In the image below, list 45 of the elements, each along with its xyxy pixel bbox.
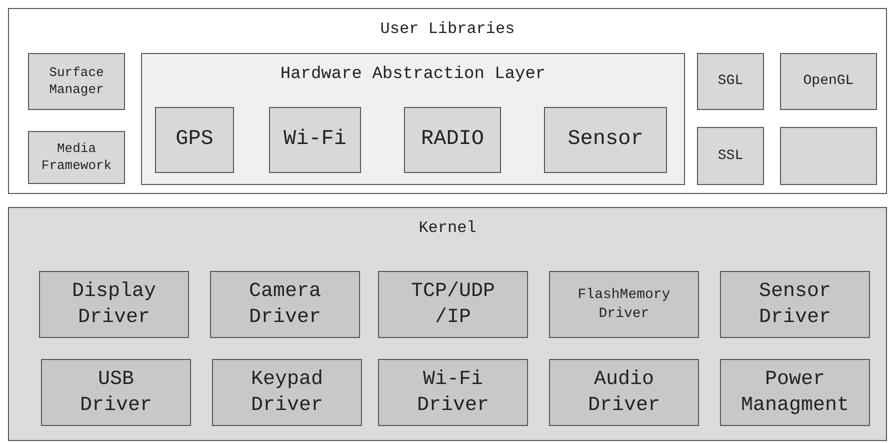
driver-box xyxy=(378,271,528,338)
component-box xyxy=(544,107,667,173)
component-label: RADIO xyxy=(420,127,485,154)
driver-box xyxy=(720,271,870,338)
driver-box xyxy=(39,271,189,338)
layer-title: Kernel xyxy=(418,218,478,239)
component-box xyxy=(155,107,234,173)
component-label: Wi-Fi xyxy=(282,127,348,154)
component-label: GPS xyxy=(174,127,214,154)
component-box xyxy=(269,107,361,173)
component-label: SGL xyxy=(716,72,744,91)
component-label: FlashMemory Driver xyxy=(576,286,672,323)
component-label: Wi-Fi Driver xyxy=(416,366,490,418)
component-label: Keypad Driver xyxy=(250,366,324,418)
component-label: SSL xyxy=(716,146,744,166)
component-box xyxy=(697,53,764,110)
driver-box xyxy=(378,359,528,426)
component-box xyxy=(404,107,501,173)
layer-title: User Libraries xyxy=(379,19,516,40)
driver-box xyxy=(212,359,362,426)
component-label: Audio Driver xyxy=(586,366,661,418)
layer-title: Hardware Abstraction Layer xyxy=(279,64,547,86)
component-label: Media Framework xyxy=(40,140,113,174)
driver-box xyxy=(549,271,699,338)
component-box xyxy=(697,127,764,185)
component-label: Display Driver xyxy=(70,278,157,330)
component-label: TCP/UDP /IP xyxy=(410,278,496,330)
component-label: Camera Driver xyxy=(248,278,322,330)
driver-box xyxy=(720,359,870,426)
component-label: Power Managment xyxy=(740,366,850,418)
driver-box xyxy=(549,359,699,426)
component-label: USB Driver xyxy=(78,366,153,418)
layer-panel xyxy=(8,207,887,441)
layer-panel xyxy=(8,8,887,194)
component-label: Surface Manager xyxy=(48,64,105,98)
component-label: OpenGL xyxy=(802,72,855,91)
component-box xyxy=(28,53,125,110)
layer-panel xyxy=(141,53,685,185)
driver-box xyxy=(41,359,191,426)
driver-box xyxy=(210,271,360,338)
component-label: Sensor Driver xyxy=(758,278,832,330)
component-box xyxy=(780,53,877,110)
component-label: Sensor xyxy=(566,127,644,154)
component-box xyxy=(28,131,125,184)
empty-box xyxy=(780,127,877,185)
